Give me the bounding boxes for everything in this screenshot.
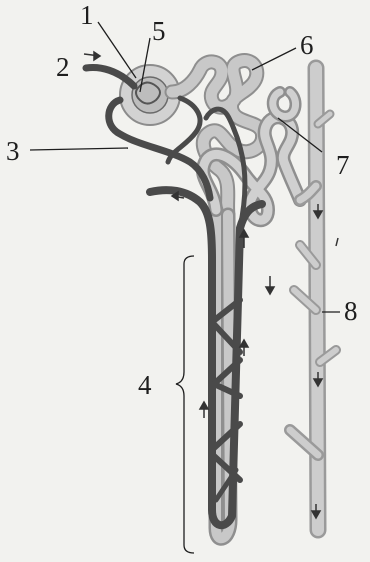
leader-3 [30,148,128,150]
brace-4 [176,256,194,553]
label-1: 1 [80,2,94,29]
label-7: 7 [336,152,350,179]
label-2: 2 [56,54,70,81]
label-6: 6 [300,32,314,59]
blood-vessels [86,68,262,526]
label-3: 3 [6,138,20,165]
label-4: 4 [138,372,152,399]
label-5: 5 [152,18,166,45]
label-8: 8 [344,298,358,325]
